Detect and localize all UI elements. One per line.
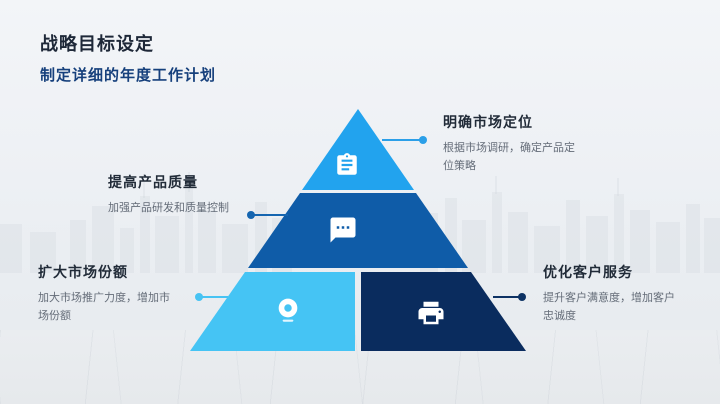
connector-line-bottom-left: [199, 296, 228, 298]
callout-description: 加强产品研发和质量控制: [108, 202, 229, 214]
connector-dot-bottom-left: [195, 293, 203, 301]
strategy-pyramid: [185, 105, 532, 355]
chat-bubble-icon: [330, 217, 356, 243]
connector-dot-middle-left: [247, 211, 255, 219]
callout-heading: 优化客户服务: [543, 264, 633, 280]
callout-heading: 明确市场定位: [443, 114, 533, 130]
slide-title: 战略目标设定: [40, 34, 154, 54]
callout-description: 加大市场推广力度，增加市场份额: [38, 292, 170, 323]
callout-market-share: 扩大市场份额 加大市场推广力度，增加市场份额: [38, 262, 176, 326]
callout-heading: 提高产品质量: [108, 174, 198, 190]
callout-market-positioning: 明确市场定位 根据市场调研，确定产品定位策略: [443, 112, 581, 176]
connector-dot-top-right: [419, 136, 427, 144]
connector-line-top-right: [382, 139, 423, 141]
callout-customer-service: 优化客户服务 提升客户满意度，增加客户忠诚度: [543, 262, 677, 326]
printer-icon: [418, 301, 444, 325]
slide-subtitle: 制定详细的年度工作计划: [40, 67, 217, 84]
webcam-icon: [278, 298, 298, 322]
callout-product-quality: 提高产品质量 加强产品研发和质量控制: [108, 172, 278, 217]
connector-line-middle-left: [251, 214, 288, 216]
callout-description: 根据市场调研，确定产品定位策略: [443, 142, 575, 173]
clipboard-icon: [337, 153, 357, 175]
connector-line-bottom-right: [493, 296, 522, 298]
callout-description: 提升客户满意度，增加客户忠诚度: [543, 292, 675, 323]
floor-background: [0, 330, 720, 404]
callout-heading: 扩大市场份额: [38, 264, 128, 280]
connector-dot-bottom-right: [518, 293, 526, 301]
